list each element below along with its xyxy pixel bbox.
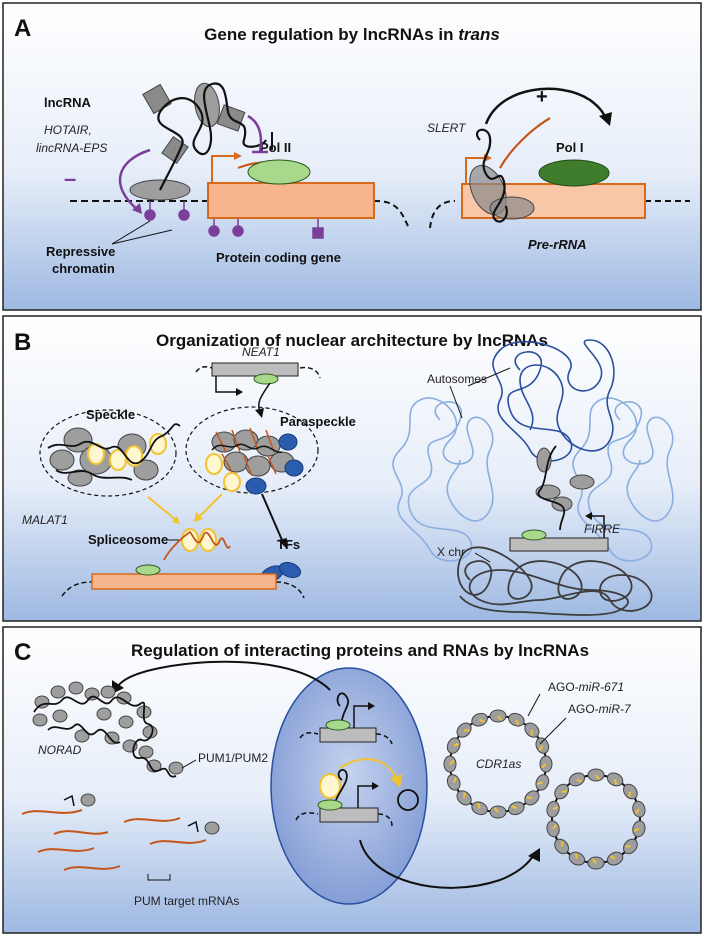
panel-b-title: Organization of nuclear architecture by … <box>156 331 548 350</box>
firre-tether-4 <box>570 475 594 489</box>
spliceosome-subunit-2 <box>200 529 216 551</box>
panel-c-title: Regulation of interacting proteins and R… <box>131 641 589 660</box>
pum1-pum2-label: PUM1/PUM2 <box>198 751 268 765</box>
pol1-label: Pol I <box>556 140 583 155</box>
ago-mir7-prefix: AGO- <box>568 702 599 716</box>
panel-c: C Regulation of interacting proteins and… <box>3 627 701 933</box>
panel-c-letter: C <box>14 639 31 666</box>
ago-mir7-italic: miR-7 <box>599 702 632 716</box>
cdr1as-pol2 <box>318 800 342 810</box>
ago-mir7-label: AGO-miR-7 <box>568 702 632 716</box>
paraspeckle-label: Paraspeckle <box>280 414 356 429</box>
ago-mir671-label: AGO-miR-671 <box>548 680 624 694</box>
panel-a-title-italic: trans <box>458 25 500 44</box>
tfs-label: TFs <box>277 537 300 552</box>
activation-plus-sign: + <box>536 86 548 108</box>
autosomes-label: Autosomes <box>427 372 487 386</box>
mirna-strand <box>615 779 616 784</box>
panel-b: B Organization of nuclear architecture b… <box>3 316 701 621</box>
pum-target-mrnas-label: PUM target mRNAs <box>134 894 239 908</box>
panel-a-title-main: Gene regulation by lncRNAs in <box>204 25 458 44</box>
cdr1as-label: CDR1as <box>476 757 521 771</box>
speckle-label: Speckle <box>86 407 135 422</box>
ago-mir671-italic: miR-671 <box>579 680 624 694</box>
firre-label: FIRRE <box>584 522 621 536</box>
repression-minus-sign: – <box>64 166 76 191</box>
repressive-chromatin-label-1: Repressive <box>46 244 115 259</box>
panel-a-letter: A <box>14 15 31 42</box>
gene-b-pol2 <box>136 565 160 575</box>
lincrna-eps-label: lincRNA-EPS <box>36 141 107 155</box>
mirna-strand <box>576 854 577 859</box>
protein-coding-gene-label: Protein coding gene <box>216 250 341 265</box>
pol2-enzyme <box>248 160 310 184</box>
mirna-strand <box>562 841 563 846</box>
hotair-label: HOTAIR, <box>44 123 92 137</box>
nucleus <box>271 668 427 904</box>
firre-gene-box <box>510 538 608 551</box>
neat1-gene-box <box>212 363 298 376</box>
pol1-enzyme <box>539 160 609 186</box>
pre-rrna-label: Pre-rRNA <box>528 237 587 252</box>
repressive-chromatin-label-2: chromatin <box>52 261 115 276</box>
neat1-pol2 <box>254 374 278 384</box>
norad-gene-box <box>320 728 376 742</box>
mirna-strand <box>629 792 630 797</box>
firre-tether-3 <box>552 497 572 511</box>
panel-a-title: Gene regulation by lncRNAs in trans <box>204 25 500 44</box>
slert-label: SLERT <box>427 121 467 135</box>
firre-pol2 <box>522 530 546 540</box>
lncrna-label: lncRNA <box>44 95 92 110</box>
neat1-label: NEAT1 <box>242 345 280 359</box>
spliceosome-label: Spliceosome <box>88 532 168 547</box>
x-chr-label: X chr <box>437 545 465 559</box>
gene-b-box <box>92 574 276 589</box>
pum-protein-free-1 <box>81 794 95 806</box>
ago-mir671-prefix: AGO- <box>548 680 579 694</box>
panel-b-letter: B <box>14 329 31 356</box>
panel-a: A Gene regulation by lncRNAs in trans ln… <box>3 3 701 310</box>
protein-coding-gene-box <box>208 183 374 218</box>
cdr1as-spliceosome <box>320 774 340 798</box>
pum-protein-free-2 <box>205 822 219 834</box>
norad-pol2 <box>326 720 350 730</box>
malat1-label: MALAT1 <box>22 513 68 527</box>
norad-label: NORAD <box>38 743 82 757</box>
